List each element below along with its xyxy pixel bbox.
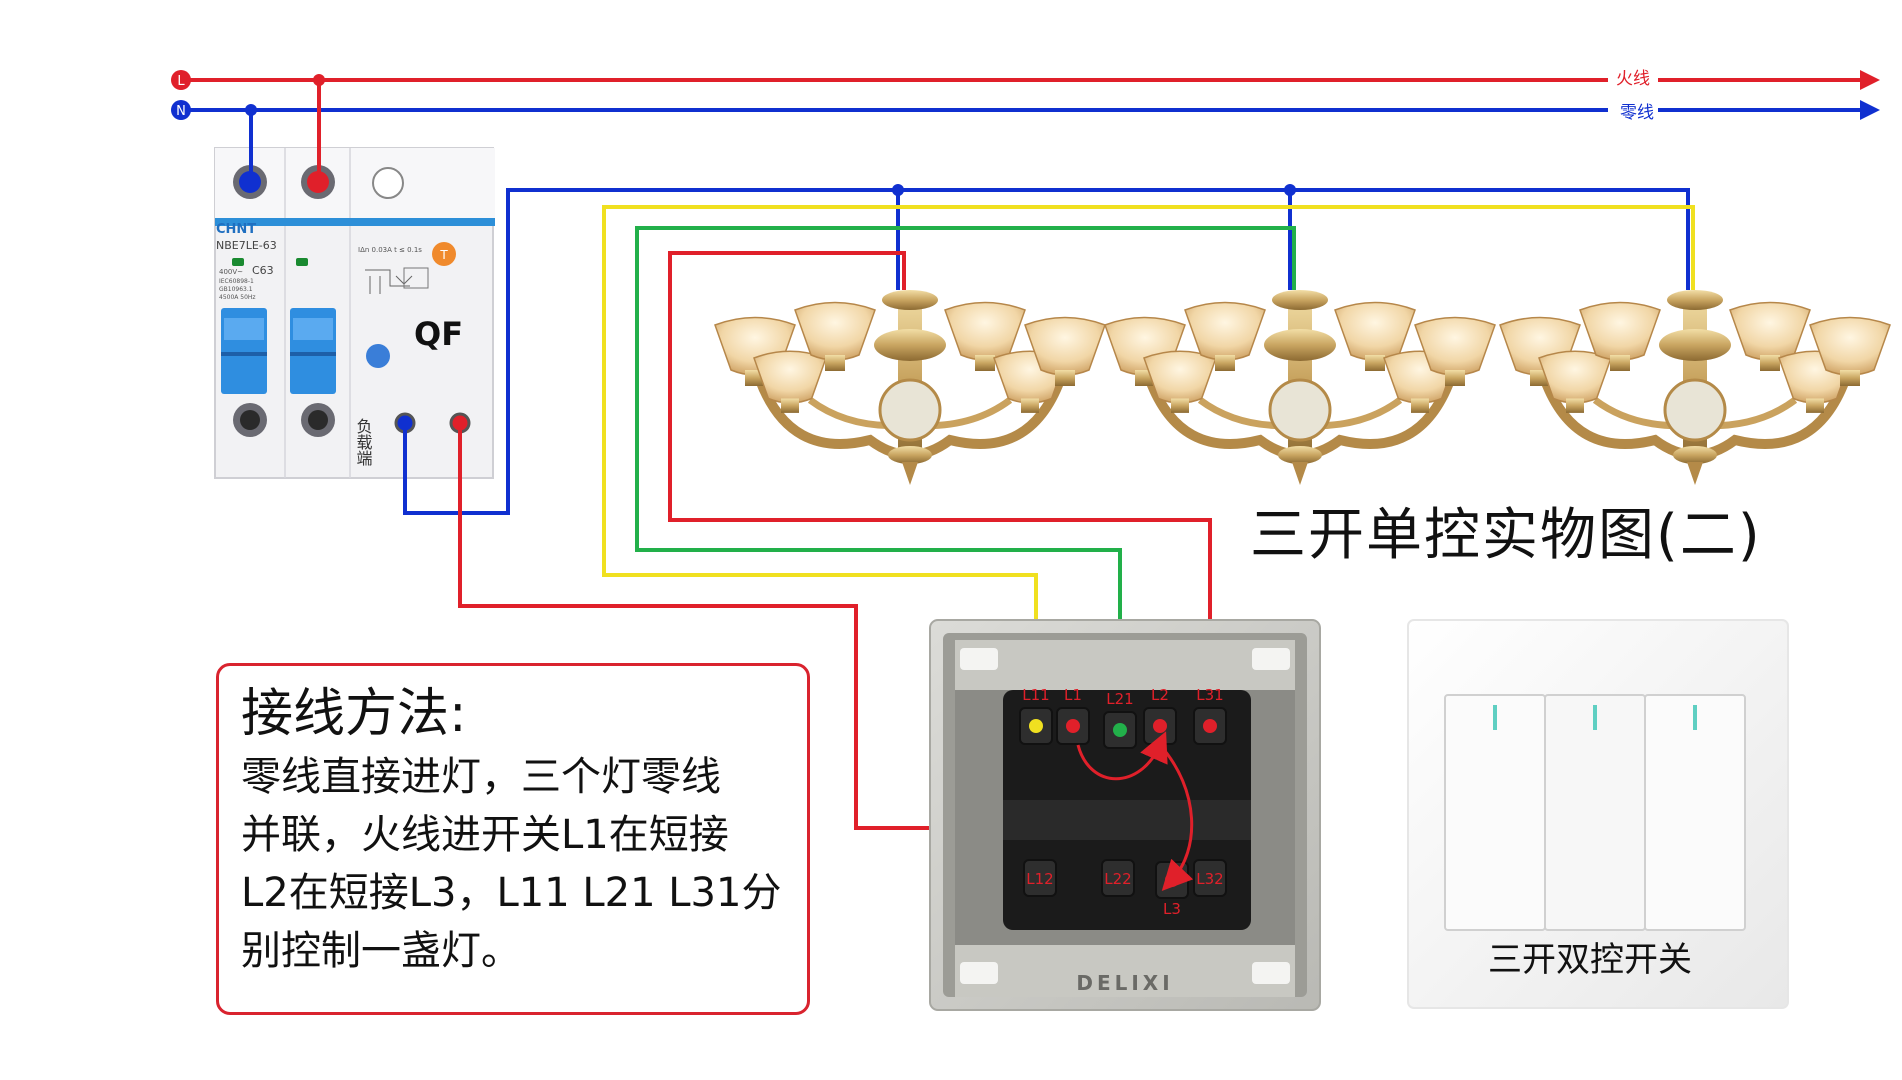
instructions-line: 零线直接进灯，三个灯零线 [241, 754, 721, 800]
switch-key-3 [1644, 694, 1746, 931]
test-button-label: T [439, 248, 448, 262]
terminal-l1: L1 [1056, 686, 1090, 745]
chandeliers [714, 290, 1891, 485]
live-marker: L [171, 70, 191, 90]
live-marker-text: L [177, 74, 185, 89]
neutral-bus-label: 零线 [1620, 103, 1654, 123]
terminal-l21: L21 [1103, 690, 1137, 749]
breaker-designation: QF [414, 315, 463, 353]
terminal-label: L1 [1064, 686, 1082, 704]
test-button-icon [432, 242, 456, 266]
terminal-l22: L22 [1101, 859, 1135, 897]
switch-key-1 [1444, 694, 1546, 931]
indicator-icon [1593, 705, 1597, 730]
instructions-line: 别控制一盏灯。 [241, 928, 521, 974]
terminal-label: L12 [1026, 870, 1053, 888]
indicator-icon [1693, 705, 1697, 730]
diagram-title: 三开单控实物图(二) [1250, 503, 1762, 568]
switch-brand: DELIXI [1076, 971, 1173, 995]
breaker-model: NBE7LE-63 [216, 239, 277, 252]
switch-back: DELIXI [929, 619, 1321, 1011]
terminal-label: L11 [1022, 686, 1049, 704]
terminal-label: L22 [1104, 870, 1131, 888]
circuit-breaker: CHNT NBE7LE-63 C63 400V~ IEC60898-1 GB10… [214, 147, 495, 479]
chandelier-icon [1499, 290, 1891, 485]
indicator-icon [1493, 705, 1497, 730]
instructions-line: 并联，火线进开关L1在短接 [241, 812, 729, 858]
live-bus [182, 70, 1880, 90]
terminal-label: L3 [1163, 900, 1181, 918]
breaker-spec-line: IEC60898-1 [219, 278, 254, 285]
breaker-rating: C63 [252, 264, 274, 277]
terminal-l32: L32 [1193, 859, 1227, 897]
terminal-l12: L12 [1023, 859, 1057, 897]
switch-key-2 [1544, 694, 1646, 931]
instructions-body: 零线直接进灯，三个灯零线 并联，火线进开关L1在短接 L2在短接L3，L11 L… [241, 748, 785, 980]
terminal-l11: L11 [1019, 686, 1053, 745]
terminal-l31: L31 [1193, 686, 1227, 745]
terminal-label: L31 [1196, 686, 1223, 704]
live-bus-label: 火线 [1616, 69, 1650, 89]
breaker-spec-line: 4500A 50Hz [219, 294, 256, 301]
jumper-wires [1076, 731, 1194, 891]
switch-front [1407, 619, 1789, 1009]
terminal-label: L21 [1106, 690, 1133, 708]
instructions-heading: 接线方法: [241, 684, 467, 744]
terminal-label: L32 [1196, 870, 1223, 888]
neutral-marker-text: N [176, 104, 186, 119]
chandelier-icon [714, 290, 1106, 485]
chandelier-icon [1104, 290, 1496, 485]
breaker-brand: CHNT [216, 222, 256, 237]
breaker-test-spec: IΔn 0.03A t ≤ 0.1s [358, 246, 422, 254]
breaker-spec-line: GB10963.1 [219, 286, 253, 293]
breaker-spec-line: 400V~ [219, 268, 243, 276]
breaker-load-label: 负载端 [354, 418, 373, 466]
terminal-label: L2 [1151, 686, 1169, 704]
neutral-marker: N [171, 100, 191, 120]
switch-front-caption: 三开双控开关 [1488, 940, 1692, 980]
instructions-line: L2在短接L3，L11 L21 L31分 [241, 870, 782, 916]
wiring-instructions: 接线方法: 零线直接进灯，三个灯零线 并联，火线进开关L1在短接 L2在短接L3… [216, 663, 810, 1015]
neutral-bus [182, 100, 1880, 120]
